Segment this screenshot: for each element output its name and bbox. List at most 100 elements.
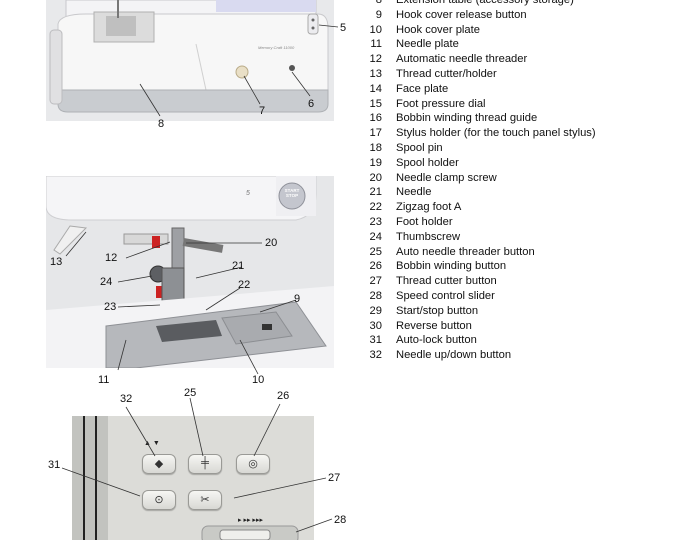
auto-threader-button[interactable]: ╪: [188, 454, 222, 474]
thread-cutter-button[interactable]: ✂: [188, 490, 222, 510]
callout-31: 31: [48, 459, 60, 471]
part-label: Automatic needle threader: [396, 53, 527, 65]
part-number: 20: [358, 171, 382, 185]
part-label: Foot pressure dial: [396, 98, 486, 110]
control-panel-photo: ◆ ╪ ◎ ⊙ ✂ ▲ ▼ ▸ ▸▸ ▸▸▸: [72, 416, 314, 540]
part-number: 25: [358, 245, 382, 259]
part-label: Needle up/down button: [396, 349, 511, 361]
part-label: Start/stop button: [396, 305, 478, 317]
part-label: Face plate: [396, 83, 448, 95]
parts-list-item: 18 Spool pin: [358, 141, 443, 156]
part-label: Spool holder: [396, 157, 459, 169]
parts-list-item: 32 Needle up/down button: [358, 348, 511, 363]
needle-arrows-label: ▲ ▼: [144, 440, 160, 447]
callout-5: 5: [340, 22, 346, 34]
callout-7: 7: [259, 105, 265, 117]
part-number: 24: [358, 230, 382, 244]
part-label: Speed control slider: [396, 290, 495, 302]
part-label: Bobbin winding button: [396, 260, 506, 272]
part-label: Extension table (accessory storage): [396, 0, 574, 6]
part-number: 12: [358, 52, 382, 66]
part-number: 23: [358, 215, 382, 229]
callout-22: 22: [238, 279, 250, 291]
parts-list-item: 22 Zigzag foot A: [358, 200, 461, 215]
part-number: 13: [358, 67, 382, 81]
parts-list-item: 27 Thread cutter button: [358, 274, 497, 289]
callout-32: 32: [120, 393, 132, 405]
part-label: Thread cutter/holder: [396, 68, 497, 80]
part-label: Hook cover plate: [396, 24, 480, 36]
callout-28: 28: [334, 514, 346, 526]
part-number: 11: [358, 37, 382, 51]
part-label: Reverse button: [396, 320, 472, 332]
brand-label: Memory Craft 11000: [258, 45, 294, 50]
threader-icon: ╪: [189, 457, 221, 469]
machine-base-photo: Memory Craft 11000: [46, 0, 334, 121]
part-number: 21: [358, 185, 382, 199]
part-number: 14: [358, 82, 382, 96]
start-stop-button-label: START STOP: [282, 188, 302, 198]
part-label: Auto needle threader button: [396, 246, 535, 258]
parts-list-item: 16 Bobbin winding thread guide: [358, 111, 537, 126]
parts-list-item: 19 Spool holder: [358, 156, 459, 171]
part-number: 17: [358, 126, 382, 140]
part-label: Thumbscrew: [396, 231, 460, 243]
part-label: Zigzag foot A: [396, 201, 461, 213]
part-number: 19: [358, 156, 382, 170]
part-label: Hook cover release button: [396, 9, 527, 21]
part-label: Auto-lock button: [396, 334, 477, 346]
part-number: 16: [358, 111, 382, 125]
callout-26: 26: [277, 390, 289, 402]
parts-list-item: 26 Bobbin winding button: [358, 259, 506, 274]
callout-20: 20: [265, 237, 277, 249]
part-label: Spool pin: [396, 142, 443, 154]
callout-11: 11: [98, 374, 109, 386]
speed-marks-label: ▸ ▸▸ ▸▸▸: [238, 516, 263, 524]
parts-list-item: 15 Foot pressure dial: [358, 97, 486, 112]
auto-lock-button[interactable]: ⊙: [142, 490, 176, 510]
callout-25: 25: [184, 387, 196, 399]
parts-list-item: 31 Auto-lock button: [358, 333, 477, 348]
part-label: Bobbin winding thread guide: [396, 112, 537, 124]
parts-list-item: 14 Face plate: [358, 82, 448, 97]
panel-number: 5: [246, 190, 250, 197]
part-number: 31: [358, 333, 382, 347]
part-number: 18: [358, 141, 382, 155]
control-panel-illustration: [72, 416, 314, 540]
parts-list-item: 12 Automatic needle threader: [358, 52, 527, 67]
callout-9: 9: [294, 293, 300, 305]
machine-base-illustration: [46, 0, 334, 121]
callout-23: 23: [104, 301, 116, 313]
part-label: Needle clamp screw: [396, 172, 497, 184]
part-number: 29: [358, 304, 382, 318]
auto-lock-icon: ⊙: [143, 493, 175, 506]
parts-list-item: 29 Start/stop button: [358, 304, 478, 319]
bobbin-winding-button[interactable]: ◎: [236, 454, 270, 474]
parts-list-item: 9 Hook cover release button: [358, 8, 527, 23]
parts-list-item: 11 Needle plate: [358, 37, 459, 52]
part-label: Foot holder: [396, 216, 453, 228]
callout-6: 6: [308, 98, 314, 110]
parts-list-item: 13 Thread cutter/holder: [358, 67, 497, 82]
callout-8: 8: [158, 118, 164, 130]
part-number: 15: [358, 97, 382, 111]
part-number: 26: [358, 259, 382, 273]
needle-up-down-button[interactable]: ◆: [142, 454, 176, 474]
part-label: Needle plate: [396, 38, 459, 50]
part-number: 27: [358, 274, 382, 288]
callout-27: 27: [328, 472, 340, 484]
callout-13: 13: [50, 256, 62, 268]
part-number: 22: [358, 200, 382, 214]
needle-area-photo: 5 START STOP: [46, 176, 334, 368]
part-label: Thread cutter button: [396, 275, 497, 287]
scissors-icon: ✂: [189, 493, 221, 506]
parts-list-item: 25 Auto needle threader button: [358, 245, 535, 260]
part-label: Stylus holder (for the touch panel stylu…: [396, 127, 596, 139]
part-number: 9: [358, 8, 382, 22]
callout-21: 21: [232, 260, 244, 272]
parts-list-item: 20 Needle clamp screw: [358, 171, 497, 186]
part-number: 32: [358, 348, 382, 362]
